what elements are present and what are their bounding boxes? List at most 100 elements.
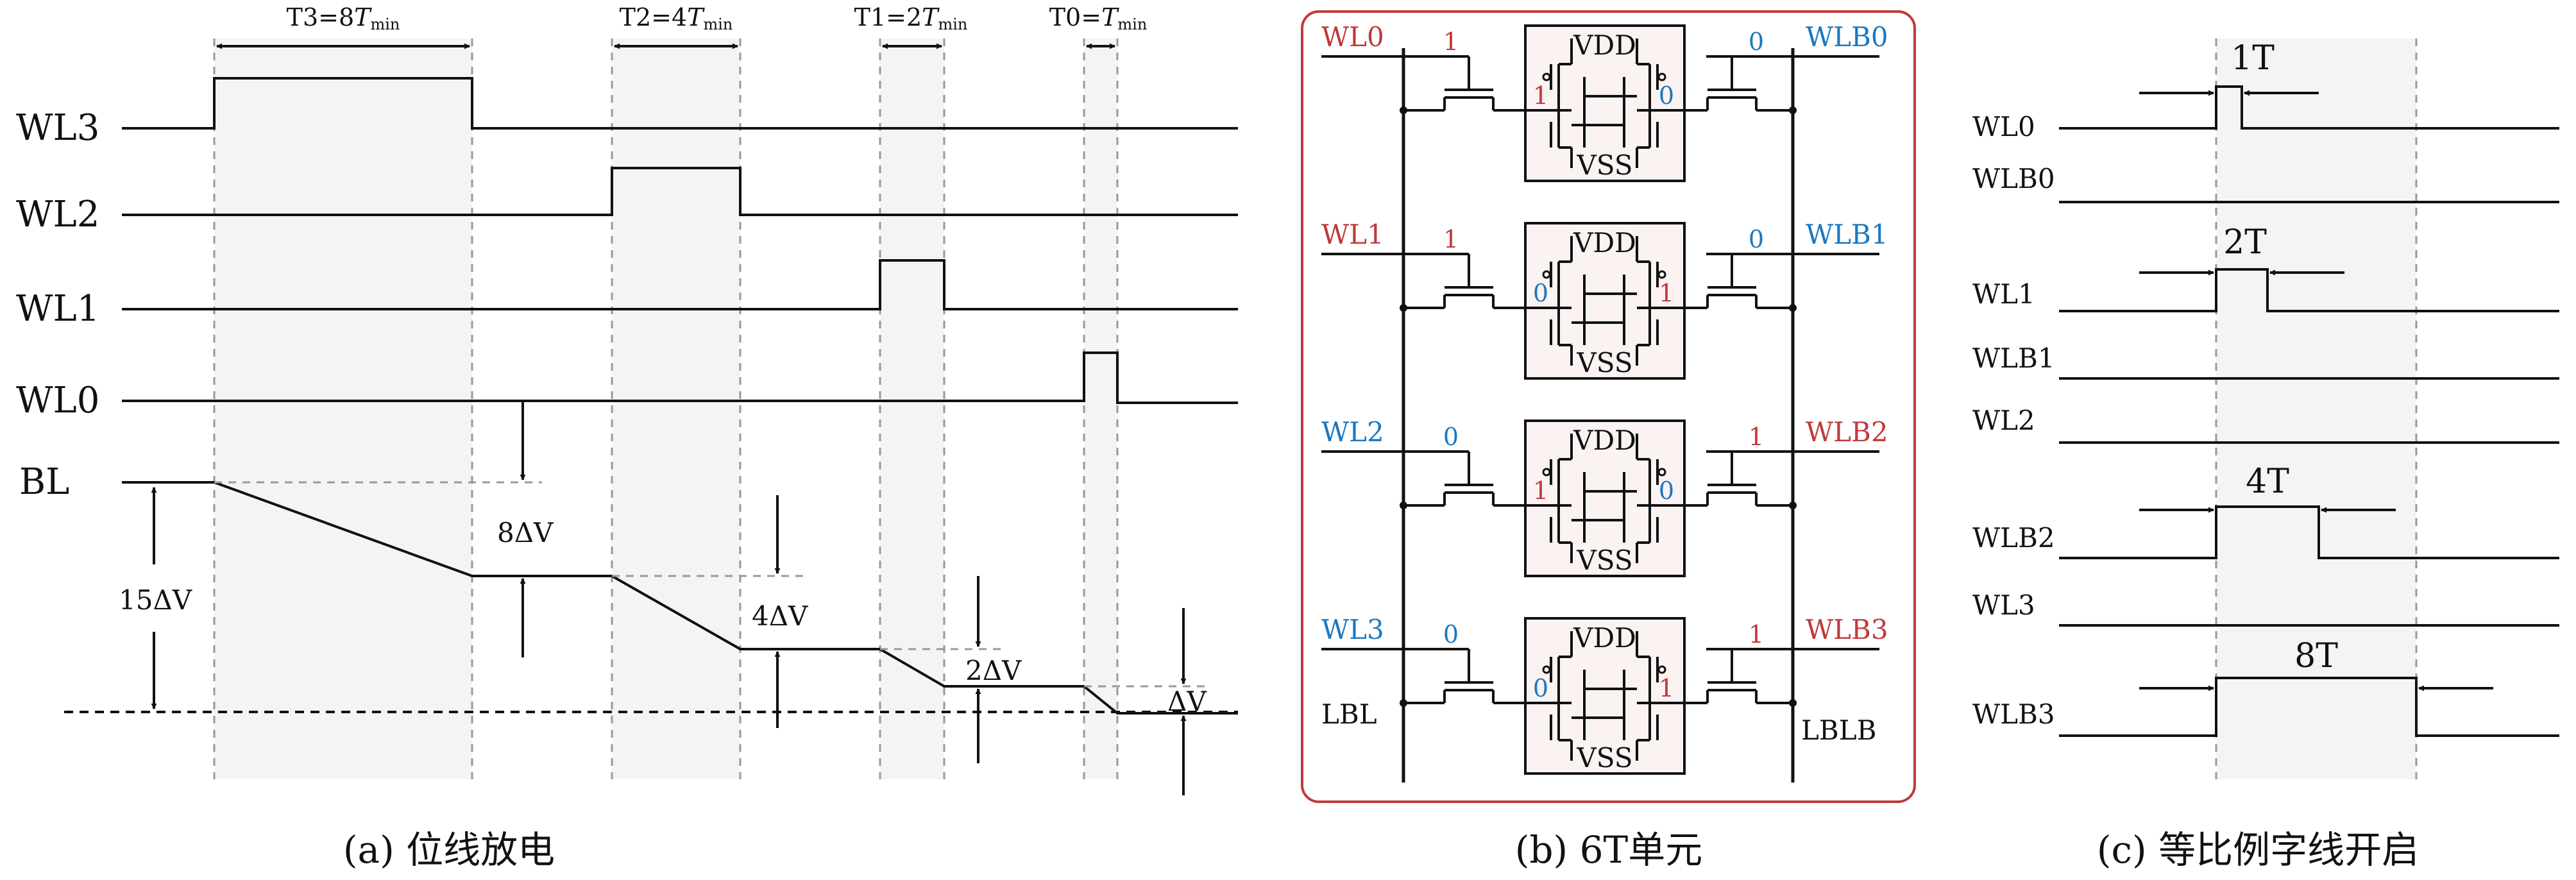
- wlb-label: WLB3: [1806, 614, 1888, 645]
- wlb-label: WLB0: [1806, 21, 1888, 53]
- c-wave-wlb2: [2059, 505, 2559, 559]
- lbl-label: LBL: [1321, 698, 1377, 730]
- bl-discharge-curve: [122, 481, 1238, 715]
- wl-value: 0: [1443, 423, 1459, 451]
- row-label-wl1: WL1: [16, 288, 99, 330]
- period-label-t1: T1=2Tmin: [854, 3, 968, 33]
- cell-box: [1524, 222, 1686, 380]
- panel-b-border: [1301, 10, 1916, 803]
- panel-c-width-arrows: [2139, 90, 2493, 691]
- pulse-label-2t: 2T: [2223, 223, 2267, 262]
- vss-label: VSS: [1576, 347, 1632, 378]
- level-refs: [214, 481, 1206, 688]
- pulse-label-4t: 4T: [2246, 462, 2289, 501]
- vdd-label: VDD: [1573, 30, 1636, 61]
- q-value: 0: [1533, 674, 1548, 702]
- qb-value: 1: [1659, 674, 1674, 702]
- period-label-t2: T2=4Tmin: [620, 3, 733, 33]
- panel-c-pulse-labels: 1T 2T 4T 8T: [2223, 39, 2338, 675]
- waveform-wl0: [122, 351, 1238, 404]
- period-shade-t3: [214, 38, 472, 779]
- drop-label-2dv: 2ΔV: [965, 655, 1022, 686]
- qb-value: 0: [1659, 477, 1674, 505]
- cell-box: [1524, 24, 1686, 182]
- vss-label: VSS: [1576, 545, 1632, 576]
- c-label-wl2: WL2: [1972, 405, 2035, 436]
- panel-c-proportional-wordline: WL0 WLB0 WL1 WLB1 WL2 WLB2 WL3 WLB3: [1972, 38, 2559, 872]
- sram-cell-0: VDD VSS WL0 WLB0 1 0 1 0: [1321, 21, 1888, 182]
- panel-c-row-labels: WL0 WLB0 WL1 WLB1 WL2 WLB2 WL3 WLB3: [1972, 111, 2055, 730]
- c-label-wl1: WL1: [1972, 278, 2035, 310]
- wl-label: WL3: [1321, 614, 1384, 645]
- c-label-wlb0: WLB0: [1972, 163, 2055, 194]
- vdd-label: VDD: [1573, 425, 1636, 456]
- wl-label: WL0: [1321, 21, 1384, 53]
- waveform-wl2: [122, 167, 1238, 216]
- c-label-wlb1: WLB1: [1972, 343, 2055, 374]
- wl-label: WL2: [1321, 416, 1384, 448]
- lblb-label: LBLB: [1801, 715, 1877, 746]
- c-wave-wl0: [2059, 85, 2559, 130]
- caption-c: (c) 等比例字线开启: [2097, 828, 2419, 872]
- wlb-value: 0: [1749, 225, 1764, 253]
- wl-value: 1: [1443, 225, 1459, 253]
- wl-label: WL1: [1321, 219, 1384, 250]
- drop-label-dv: ΔV: [1167, 686, 1207, 717]
- c-label-wl0: WL0: [1972, 111, 2035, 142]
- q-value: 1: [1533, 477, 1548, 505]
- period-shade-t2: [612, 38, 740, 779]
- row-label-wl0: WL0: [16, 380, 99, 421]
- waveform-wl1: [122, 259, 1238, 310]
- wlb-label: WLB2: [1806, 416, 1888, 448]
- wlb-value: 1: [1749, 423, 1764, 451]
- sram-cell-2: VDD VSS WL2 WLB2 0 1 1 0: [1321, 416, 1888, 577]
- wl-value: 0: [1443, 620, 1459, 648]
- period-guides: [213, 38, 1119, 779]
- period-label-t3: T3=8Tmin: [287, 3, 400, 33]
- caption-a: (a) 位线放电: [343, 828, 555, 872]
- c-label-wlb3: WLB3: [1972, 698, 2055, 730]
- wlb-label: WLB1: [1806, 219, 1888, 250]
- period-labels: T3=8Tmin T2=4Tmin T1=2Tmin T0=Tmin: [287, 3, 1148, 33]
- vss-label: VSS: [1576, 742, 1632, 774]
- panel-a-bitline-discharge: T3=8Tmin T2=4Tmin T1=2Tmin T0=Tmin WL3 W…: [16, 3, 1238, 872]
- row-label-wl3: WL3: [16, 107, 99, 149]
- waveform-wl3: [122, 77, 1238, 130]
- pulse-label-1t: 1T: [2231, 39, 2275, 78]
- period-shade-t0: [1084, 38, 1117, 779]
- c-label-wlb2: WLB2: [1972, 522, 2055, 554]
- vdd-label: VDD: [1573, 227, 1636, 258]
- cell-box: [1524, 419, 1686, 577]
- wl-value: 1: [1443, 28, 1459, 56]
- caption-b: (b) 6T单元: [1515, 828, 1702, 872]
- vss-label: VSS: [1576, 149, 1632, 181]
- wlb-value: 0: [1749, 28, 1764, 56]
- c-label-wl3: WL3: [1972, 589, 2035, 621]
- c-wave-wlb3: [2059, 677, 2559, 737]
- sram-cell-1: VDD VSS WL1 WLB1 1 0 0 1: [1321, 219, 1888, 380]
- vdd-label: VDD: [1573, 622, 1636, 654]
- drop-arrows: [520, 401, 1187, 795]
- total-drop-label: 15ΔV: [119, 584, 192, 616]
- panel-c-waveforms: [2059, 85, 2559, 737]
- qb-value: 0: [1659, 81, 1674, 110]
- drop-label-4dv: 4ΔV: [752, 600, 808, 632]
- sram-cell-3: VDD VSS WL3 WLB3 0 1 0 1: [1321, 614, 1888, 775]
- wl-row-labels: WL3 WL2 WL1 WL0 BL: [16, 107, 99, 503]
- drop-label-8dv: 8ΔV: [497, 517, 554, 548]
- pulse-label-8t: 8T: [2294, 637, 2338, 675]
- row-label-wl2: WL2: [16, 194, 99, 235]
- c-wave-wl1: [2059, 268, 2559, 312]
- q-value: 0: [1533, 279, 1548, 307]
- wl-waveforms: [122, 77, 1238, 404]
- period-label-t0: T0=Tmin: [1049, 3, 1148, 33]
- wlb-value: 1: [1749, 620, 1764, 648]
- row-label-bl: BL: [19, 461, 69, 503]
- qb-value: 1: [1659, 279, 1674, 307]
- cell-box: [1524, 617, 1686, 775]
- drop-labels: 8ΔV 4ΔV 2ΔV ΔV: [497, 517, 1207, 717]
- panel-c-shade: [2216, 38, 2416, 779]
- q-value: 1: [1533, 81, 1548, 110]
